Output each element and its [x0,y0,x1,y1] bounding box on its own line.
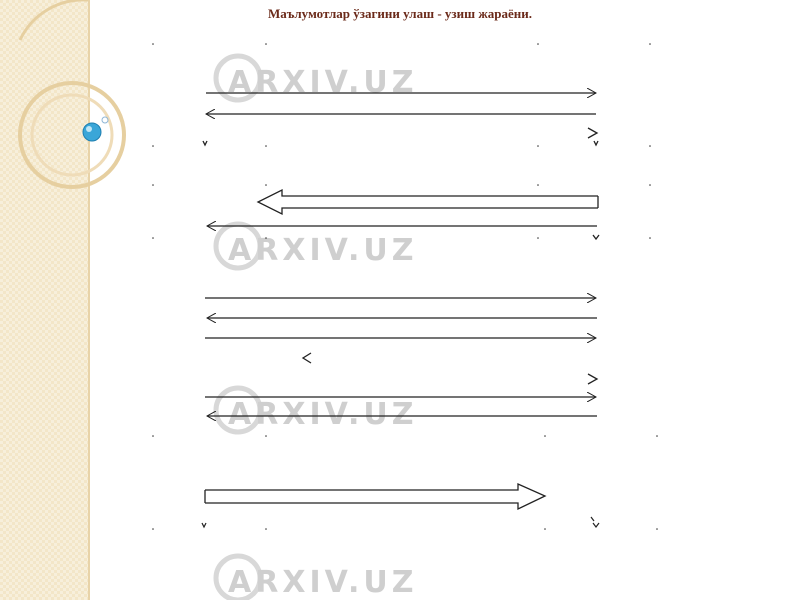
watermark-4: ARXIV.UZ [213,553,417,600]
arrow-head-left [301,352,312,364]
tick-mark [202,140,208,147]
column-dots [152,43,658,530]
ring-inner [30,93,114,177]
ring-outer [18,81,126,189]
arrow-group-1 [202,93,599,147]
block-arrow-right [204,482,547,511]
arrow-group-3 [205,298,599,416]
bottom-ticks [201,516,600,529]
decorative-circles [18,0,126,189]
tick-mark [593,140,599,147]
bullet-icon [82,122,102,142]
watermark-3: ARXIV.UZ [213,385,417,435]
tick-mark [592,234,600,241]
arrow-head-right [587,127,599,139]
decorative-sidebar [0,0,90,600]
slide-title: Маълумотлар ўзагини улаш - узиш жараёни. [267,6,533,21]
svg-text:ARXIV.UZ: ARXIV.UZ [228,233,417,268]
arrow-group-2 [207,226,600,241]
watermark-1: ARXIV.UZ [213,53,417,103]
svg-text:ARXIV.UZ: ARXIV.UZ [228,565,417,600]
block-arrow-left [256,188,599,216]
watermark-2: ARXIV.UZ [213,221,417,271]
svg-text:ARXIV.UZ: ARXIV.UZ [228,397,417,432]
svg-text:ARXIV.UZ: ARXIV.UZ [228,65,417,100]
arrow-head-right [587,373,599,385]
